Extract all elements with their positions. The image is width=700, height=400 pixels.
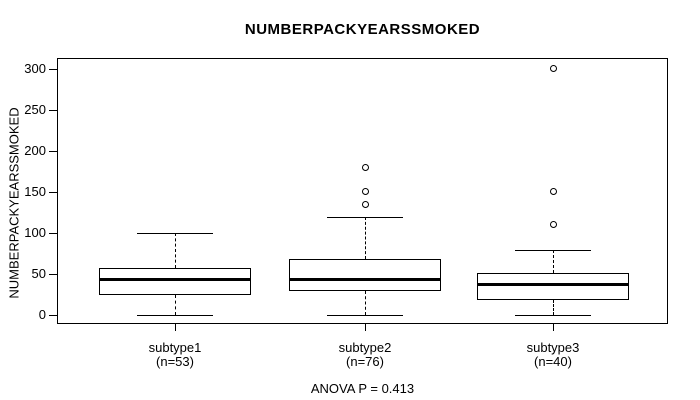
median-line (289, 277, 441, 281)
x-group-label: subtype3 (526, 340, 580, 355)
x-group-label: subtype2 (338, 340, 392, 355)
y-tick-label: 250 (24, 101, 46, 117)
outlier-point (549, 188, 557, 196)
y-tick-label: 200 (24, 142, 46, 158)
y-tick-mark (49, 150, 57, 152)
x-tick-mark (365, 324, 366, 331)
outlier-point (361, 188, 369, 196)
whisker-upper (553, 249, 554, 273)
whisker-upper (365, 216, 366, 260)
anova-annotation: ANOVA P = 0.413 (310, 381, 415, 396)
whisker-lower (175, 294, 176, 316)
y-tick-label: 300 (24, 60, 46, 76)
median-line (99, 277, 251, 281)
x-tick-mark (175, 324, 176, 331)
whisker-cap-upper (137, 233, 213, 235)
whisker-cap-lower (327, 315, 403, 317)
outlier-point (361, 200, 369, 208)
chart-title: NUMBERPACKYEARSSMOKED (244, 21, 481, 38)
x-group-label: subtype1 (148, 340, 202, 355)
whisker-upper (175, 233, 176, 268)
x-group-sublabel: (n=76) (346, 354, 384, 369)
y-tick-mark (49, 68, 57, 70)
whisker-cap-upper (327, 216, 403, 218)
x-group-sublabel: (n=40) (534, 354, 572, 369)
iqr-box-subtype3 (477, 272, 629, 300)
whisker-cap-lower (515, 315, 591, 317)
whisker-cap-upper (515, 249, 591, 251)
iqr-box-subtype1 (99, 267, 251, 295)
iqr-box-subtype2 (289, 259, 441, 292)
y-tick-mark (49, 274, 57, 276)
x-tick-mark (553, 324, 554, 331)
y-tick-label: 0 (38, 307, 46, 323)
y-tick-mark (49, 233, 57, 235)
x-group-sublabel: (n=53) (156, 354, 194, 369)
y-tick-mark (49, 191, 57, 193)
whisker-lower (553, 299, 554, 316)
whisker-lower (365, 291, 366, 316)
median-line (477, 282, 629, 286)
y-tick-mark (49, 315, 57, 317)
y-tick-label: 50 (31, 266, 46, 282)
whisker-cap-lower (137, 315, 213, 317)
y-tick-label: 100 (24, 225, 46, 241)
y-tick-label: 150 (24, 183, 46, 199)
outlier-point (549, 221, 557, 229)
outlier-point (549, 65, 557, 73)
y-tick-mark (49, 109, 57, 111)
outlier-point (361, 163, 369, 171)
